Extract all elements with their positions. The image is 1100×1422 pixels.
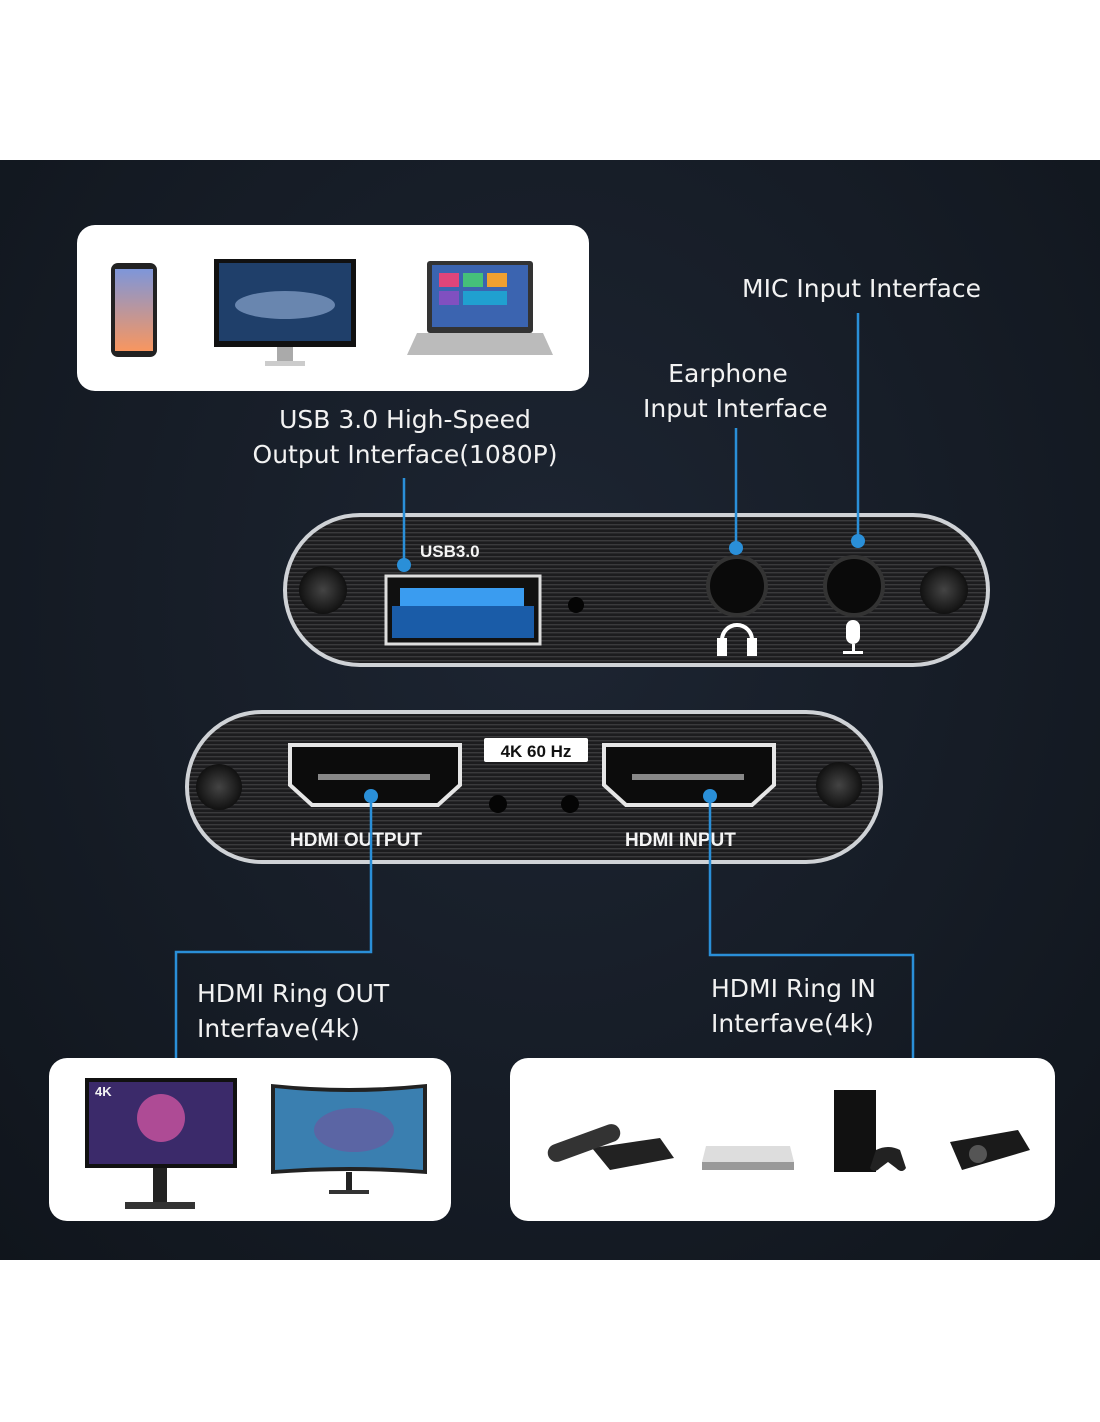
screw-icon bbox=[196, 764, 242, 810]
device-top-panel: USB3.0 bbox=[283, 513, 990, 667]
mic-jack bbox=[823, 555, 885, 617]
hdmi-input-label: HDMI INPUT bbox=[625, 830, 736, 851]
hdmi-in-callout-line bbox=[708, 796, 915, 1058]
usb-label-line2: Output Interface(1080P) bbox=[252, 440, 558, 469]
projector-icon bbox=[950, 1130, 1030, 1170]
resolution-badge-text: 4K 60 Hz bbox=[501, 742, 572, 761]
laptop-icon bbox=[407, 261, 553, 355]
screw-icon bbox=[920, 566, 968, 614]
monitors-illustration: 4K bbox=[85, 1078, 427, 1209]
game-console-icon bbox=[834, 1090, 906, 1172]
headphone-icon bbox=[717, 623, 757, 656]
screw-icon bbox=[816, 762, 862, 808]
usb-label-line1: USB 3.0 High-Speed bbox=[279, 405, 531, 434]
streaming-stick-icon bbox=[547, 1124, 674, 1170]
ring-in-label-line2: Interfave(4k) bbox=[711, 1009, 874, 1038]
led-indicator bbox=[561, 795, 579, 813]
hdmi-out-devices-card: 4K bbox=[49, 1058, 451, 1221]
earphone-label-line2: Input Interface bbox=[643, 394, 828, 423]
dvd-player-icon bbox=[702, 1146, 794, 1170]
callout-dots bbox=[364, 534, 865, 803]
4k-badge: 4K bbox=[95, 1084, 112, 1099]
sources-illustration bbox=[547, 1090, 1030, 1172]
earphone-label-line1: Earphone bbox=[668, 359, 788, 388]
hdmi-output-label: HDMI OUTPUT bbox=[290, 830, 422, 851]
led-indicator bbox=[489, 795, 507, 813]
ring-out-label-line1: HDMI Ring OUT bbox=[197, 979, 390, 1008]
ring-in-label-line1: HDMI Ring IN bbox=[711, 974, 876, 1003]
mic-label: MIC Input Interface bbox=[742, 274, 981, 303]
led-indicator bbox=[568, 597, 584, 613]
hdmi-in-devices-card bbox=[510, 1058, 1055, 1221]
4k-monitor-icon: 4K bbox=[85, 1078, 237, 1209]
monitor-icon bbox=[214, 259, 356, 366]
earphone-jack bbox=[706, 555, 768, 617]
usb-output-devices-card bbox=[77, 225, 589, 391]
usb-port-label: USB3.0 bbox=[420, 542, 480, 561]
callout-lines bbox=[174, 313, 915, 1058]
phone-icon bbox=[111, 263, 157, 357]
curved-monitor-icon bbox=[271, 1084, 427, 1194]
screw-icon bbox=[299, 566, 347, 614]
device-bottom-panel: 4K 60 Hz HDMI OUTPUT HDMI INPUT bbox=[185, 710, 883, 864]
devices-illustration bbox=[111, 259, 553, 366]
microphone-icon bbox=[843, 620, 863, 654]
hdmi-out-callout-line bbox=[174, 796, 373, 1058]
resolution-badge bbox=[484, 738, 588, 762]
ring-out-label-line2: Interfave(4k) bbox=[197, 1014, 360, 1043]
